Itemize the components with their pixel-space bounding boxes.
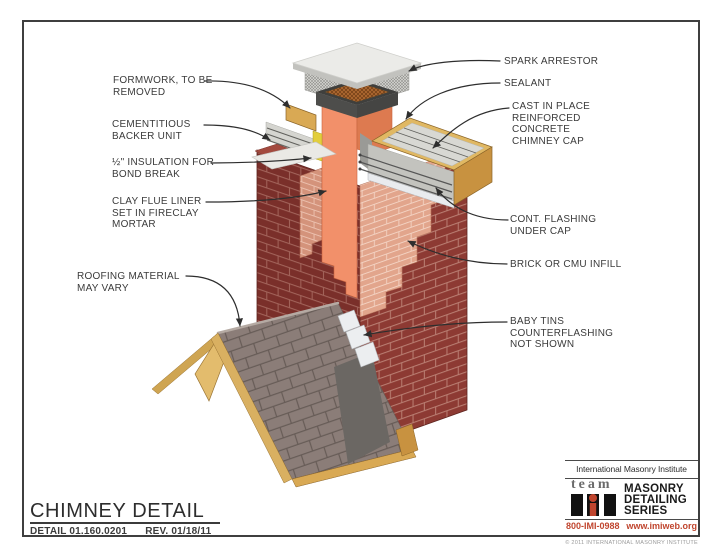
detail-number-row: DETAIL 01.160.0201 REV. 01/18/11 — [30, 526, 211, 537]
series-title: MASONRY DETAILING SERIES — [624, 483, 687, 517]
callout-baby-tins: BABY TINS COUNTERFLASHING NOT SHOWN — [510, 316, 614, 350]
arrestor-cap-top — [291, 42, 423, 84]
leader-cont-flashing — [435, 187, 509, 221]
callout-roofing-material: ROOFING MATERIAL MAY VARY — [77, 271, 180, 294]
left-cap-assembly — [251, 103, 337, 170]
callout-concrete-cap: CAST IN PLACE REINFORCED CONCRETE CHIMNE… — [512, 101, 591, 147]
roof — [151, 301, 419, 488]
callout-brick-cmu-infill: BRICK OR CMU INFILL — [510, 259, 622, 270]
roof-rake-board — [210, 332, 293, 484]
title-underline — [30, 522, 220, 524]
callout-insulation: ½" INSULATION FOR BOND BREAK — [112, 157, 215, 180]
flashing-under-cap — [367, 172, 455, 209]
leader-concrete-cap — [432, 107, 510, 149]
leader-clay-flue — [205, 189, 327, 203]
imi-logo-icon — [571, 494, 616, 516]
roof-ridge — [216, 301, 340, 335]
callout-spark-arrestor: SPARK ARRESTOR — [504, 56, 599, 67]
leader-insulation — [210, 155, 312, 164]
roof-eave-fascia — [291, 448, 417, 488]
branding-rule-mid — [565, 478, 698, 479]
formwork-board — [285, 103, 317, 132]
leader-formwork — [204, 80, 291, 109]
spark-arrestor — [291, 42, 423, 118]
contact-row: 800-IMI-0988 www.imiweb.org — [566, 521, 697, 531]
branding-rule-top — [565, 460, 698, 461]
drawing-title: CHIMNEY DETAIL — [30, 500, 205, 522]
callout-cont-flashing: CONT. FLASHING UNDER CAP — [510, 214, 597, 237]
revision-date: REV. 01/18/11 — [145, 526, 212, 537]
leader-sealant — [405, 82, 501, 120]
arrestor-cap-rim — [293, 63, 421, 89]
leader-spark-arrestor — [408, 59, 501, 72]
phone-number: 800-IMI-0988 — [566, 521, 620, 531]
callout-cementitious-backer: CEMENTITIOUS BACKER UNIT — [112, 119, 191, 142]
baby-tin-1 — [337, 309, 361, 333]
leader-roofing — [185, 275, 243, 327]
copyright-notice: © 2011 INTERNATIONAL MASONRY INSTITUTE — [565, 540, 698, 546]
leader-brick-infill — [407, 240, 508, 265]
detail-number: DETAIL 01.160.0201 — [30, 526, 128, 537]
series-line-3: SERIES — [624, 505, 668, 517]
callout-clay-flue-liner: CLAY FLUE LINER SET IN FIRECLAY MORTAR — [112, 196, 202, 230]
formwork-frame-right — [453, 146, 493, 206]
arrestor-collar-front-left — [316, 92, 357, 118]
website-link[interactable]: www.imiweb.org — [626, 521, 697, 531]
leader-baby-tins — [363, 321, 508, 338]
rebar-end — [358, 167, 362, 171]
callout-formwork: FORMWORK, TO BE REMOVED — [113, 75, 213, 98]
callout-sealant: SEALANT — [504, 78, 552, 89]
institute-name: International Masonry Institute — [576, 464, 687, 474]
team-logo-text: team — [571, 477, 613, 492]
baby-tin-3 — [354, 341, 380, 368]
leader-cementitious — [203, 124, 271, 141]
arrestor-collar-front-right — [357, 92, 398, 118]
cementitious-backer-slab — [251, 141, 337, 170]
series-line-1: MASONRY — [624, 483, 684, 495]
branding-rule-bottom — [565, 519, 698, 520]
series-line-2: DETAILING — [624, 494, 687, 506]
rebar-end — [358, 160, 362, 164]
rebar-end — [358, 153, 362, 157]
leader-lines — [185, 59, 510, 338]
roof-corner-wood — [395, 423, 419, 457]
roof-underlayment — [334, 352, 390, 464]
